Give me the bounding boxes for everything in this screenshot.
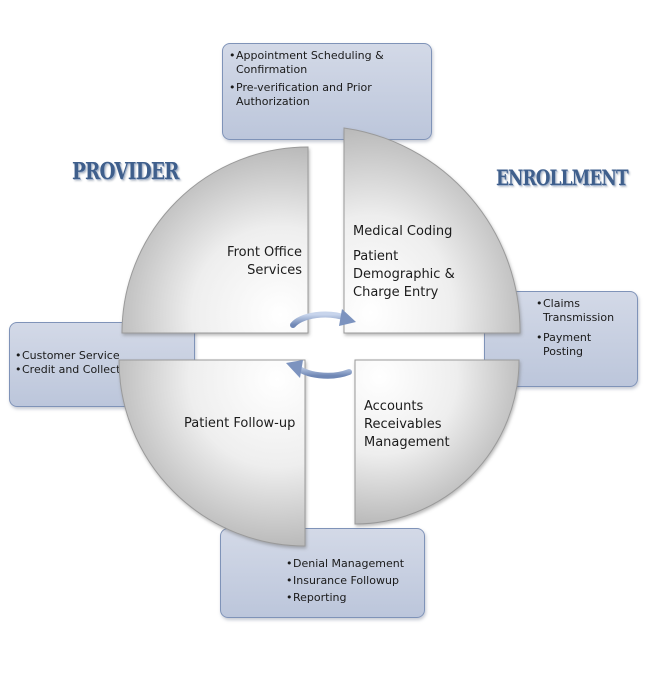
task-appointment-scheduling: Appointment Scheduling & Confirmation xyxy=(229,49,427,77)
front-office-tasks-list: Appointment Scheduling & Confirmation Pr… xyxy=(229,49,427,113)
task-insurance-followup: Insurance Followup xyxy=(286,574,421,588)
quadrant-front-office xyxy=(121,146,309,334)
task-payment-posting: Payment Posting xyxy=(536,331,634,359)
task-reporting: Reporting xyxy=(286,591,421,605)
ar-tasks-box: Denial Management Insurance Followup Rep… xyxy=(220,528,425,618)
ar-line-1: Accounts xyxy=(364,399,424,414)
accounts-receivables-label: Accounts Receivables Management xyxy=(364,398,490,452)
medical-coding-label: Medical Coding Patient Demographic & Cha… xyxy=(353,223,483,302)
patient-followup-label: Patient Follow-up xyxy=(184,416,296,431)
front-office-tasks-box: Appointment Scheduling & Confirmation Pr… xyxy=(222,43,432,140)
ar-line-2: Receivables xyxy=(364,417,442,432)
ar-line-3: Management xyxy=(364,435,450,450)
medical-coding-text: Medical Coding xyxy=(353,224,453,239)
task-denial-management: Denial Management xyxy=(286,557,421,571)
task-customer-service: Customer Service xyxy=(15,349,193,363)
patient-demographic-text: Patient Demographic & Charge Entry xyxy=(353,249,455,300)
front-office-label: Front Office Services xyxy=(227,245,302,278)
billing-tasks-list: Claims Transmission Payment Posting xyxy=(536,297,634,365)
enrollment-title: ENROLLMENT xyxy=(496,165,628,190)
quadrant-accounts-receivables xyxy=(354,359,520,525)
task-claims-transmission: Claims Transmission xyxy=(536,297,634,325)
ar-tasks-list: Denial Management Insurance Followup Rep… xyxy=(286,557,421,608)
quadrant-medical-coding xyxy=(343,127,521,334)
task-preverification: Pre-verification and Prior Authorization xyxy=(229,81,427,109)
quadrant-patient-followup xyxy=(118,359,306,547)
circular-arrows-icon xyxy=(286,309,356,379)
provider-title: PROVIDER xyxy=(72,158,179,185)
